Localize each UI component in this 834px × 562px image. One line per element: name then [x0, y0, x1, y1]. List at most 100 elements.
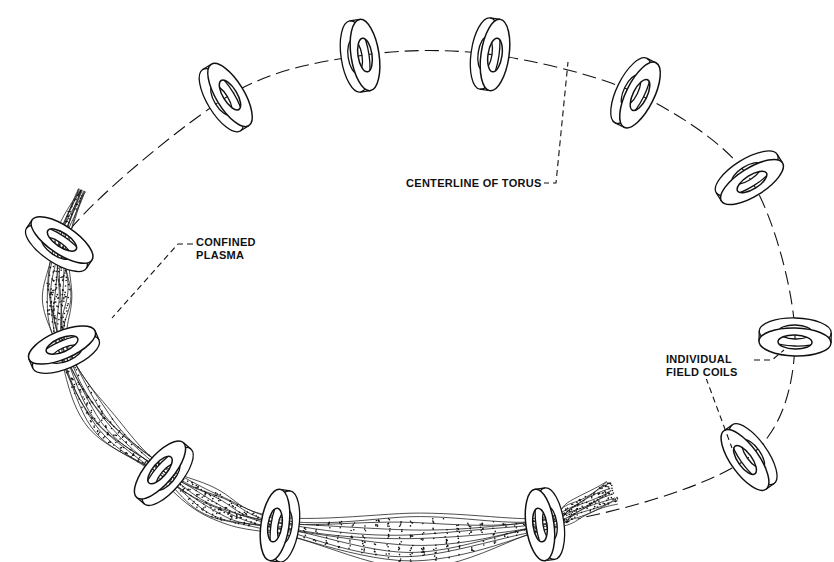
plasma-stipple [411, 522, 413, 524]
plasma-stipple [339, 527, 341, 529]
plasma-stipple [315, 540, 317, 542]
plasma-stipple [434, 559, 436, 561]
plasma-stipple [49, 274, 51, 276]
field-coil [191, 57, 261, 138]
plasma-stipple [602, 496, 604, 498]
plasma-stipple [234, 512, 236, 514]
plasma-stipple [58, 319, 60, 321]
plasma-stipple [80, 391, 82, 393]
plasma-stipple [59, 284, 61, 286]
plasma-stipple [434, 555, 436, 557]
plasma-stipple [196, 495, 198, 497]
plasma-stipple [191, 482, 193, 484]
plasma-stipple [52, 271, 54, 273]
plasma-stipple [74, 386, 76, 388]
plasma-stipple [573, 513, 575, 515]
plasma-stipple [47, 310, 49, 312]
plasma-stipple [599, 493, 601, 495]
plasma-stipple [56, 305, 58, 307]
plasma-stipple [504, 536, 506, 538]
plasma-stipple [600, 496, 602, 498]
plasma-stipple [376, 520, 378, 522]
coil-face [346, 17, 384, 92]
plasma-stipple [567, 508, 569, 510]
plasma-stipple [443, 518, 445, 520]
plasma-stipple [387, 525, 389, 527]
plasma-stipple [245, 519, 247, 521]
plasma-stipple [304, 531, 306, 533]
plasma-stipple [607, 482, 609, 484]
plasma-stipple [363, 550, 365, 552]
plasma-stipple [612, 498, 614, 500]
plasma-stipple [130, 449, 132, 451]
plasma-stipple [607, 502, 609, 504]
plasma-stipple [574, 505, 576, 507]
plasma-stipple [75, 198, 77, 200]
plasma-stipple [54, 270, 56, 272]
plasma-stipple [62, 289, 64, 291]
plasma-group [42, 189, 618, 562]
plasma-stipple [83, 389, 85, 391]
plasma-stipple [605, 492, 607, 494]
plasma-stipple [81, 195, 83, 197]
plasma-stipple [411, 547, 413, 549]
plasma-stipple [248, 525, 250, 527]
plasma-stipple [203, 507, 205, 509]
plasma-stipple [87, 402, 89, 404]
plasma-stipple [74, 367, 76, 369]
plasma-stipple [78, 375, 80, 377]
plasma-stipple [611, 487, 613, 489]
plasma-stipple [180, 490, 182, 492]
leader-line [700, 370, 732, 448]
plasma-stipple [59, 301, 61, 303]
coil-face [476, 17, 514, 92]
plasma-stipple [611, 493, 613, 495]
plasma-stipple [51, 309, 53, 311]
plasma-stipple [229, 512, 231, 514]
plasma-stipple [224, 507, 226, 509]
plasma-stipple [217, 518, 219, 520]
plasma-stipple [230, 515, 232, 517]
plasma-stipple [579, 500, 581, 502]
plasma-stipple [50, 302, 52, 304]
plasma-stipple [589, 510, 591, 512]
plasma-stipple [471, 547, 473, 549]
plasma-stipple [469, 533, 471, 535]
plasma-stipple [245, 513, 247, 515]
coil-face [199, 57, 260, 133]
plasma-stipple [131, 444, 133, 446]
plasma-stipple [223, 519, 225, 521]
plasma-stipple [98, 421, 100, 423]
plasma-stipple [141, 452, 143, 454]
plasma-stipple [602, 492, 604, 494]
plasma-stipple [524, 529, 526, 531]
plasma-stipple [579, 499, 581, 501]
plasma-stipple [58, 297, 60, 299]
plasma-stipple [607, 492, 609, 494]
plasma-stipple [581, 512, 583, 514]
plasma-stipple [114, 434, 116, 436]
plasma-stipple [182, 486, 184, 488]
plasma-stipple [349, 540, 351, 542]
plasma-stipple [598, 496, 600, 498]
plasma-stipple [79, 201, 81, 203]
plasma-stipple [100, 413, 102, 415]
plasma-stipple [71, 378, 73, 380]
plasma-stipple [401, 541, 403, 543]
plasma-stipple [75, 204, 77, 206]
plasma-stipple [62, 289, 64, 291]
plasma-stipple [49, 313, 51, 315]
plasma-stipple [74, 392, 76, 394]
plasma-stipple [141, 462, 143, 464]
plasma-stipple [568, 514, 570, 516]
plasma-stipple [122, 436, 124, 438]
plasma-stipple [566, 521, 568, 523]
plasma-stipple [110, 421, 112, 423]
plasma-stipple [364, 548, 366, 550]
plasma-stipple [479, 523, 481, 525]
plasma-stipple [53, 327, 55, 329]
plasma-stipple [57, 323, 59, 325]
plasma-stipple [91, 418, 93, 420]
plasma-stipple [80, 190, 82, 192]
plasma-stipple [218, 500, 220, 502]
